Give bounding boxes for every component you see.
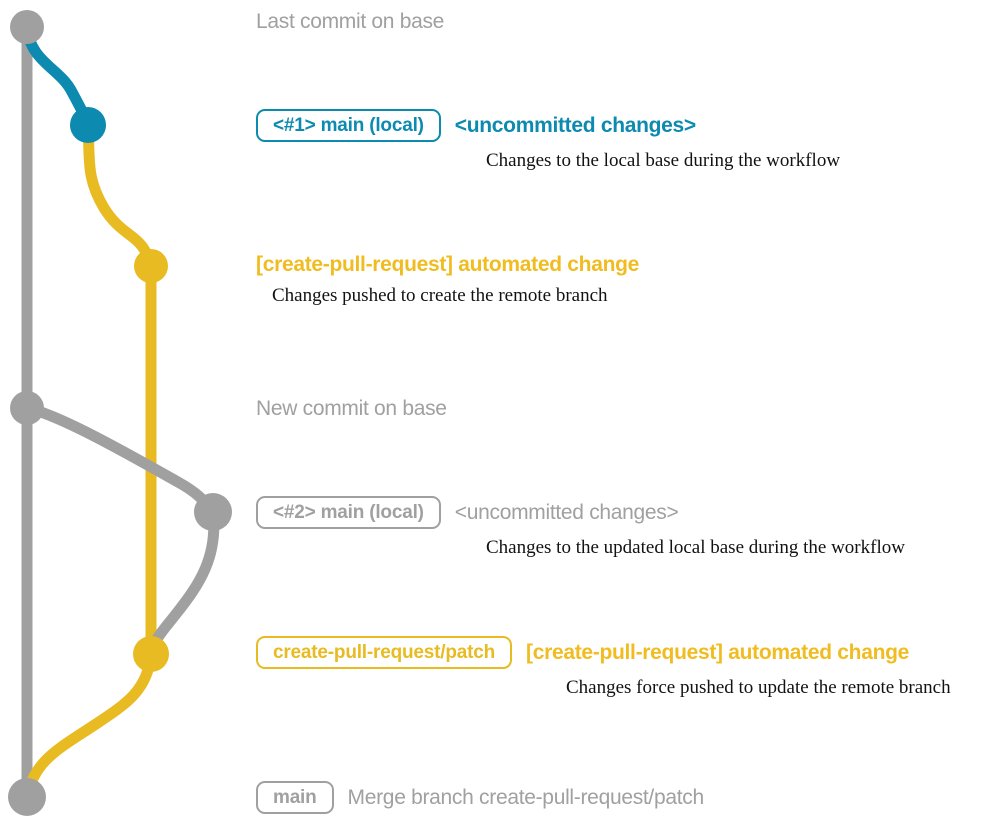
commit-subject-automated-change-1: [create-pull-request] automated change: [256, 253, 640, 276]
ref-badge-main[interactable]: main: [256, 781, 334, 814]
commit-subject-automated-change-2: [create-pull-request] automated change: [526, 640, 910, 664]
graph-nodes: [8, 10, 232, 816]
row-new-commit-on-base: New commit on base: [256, 397, 447, 421]
ref-badge-create-pull-request-patch[interactable]: create-pull-request/patch: [256, 636, 512, 669]
commit-subject-new-commit-on-base: New commit on base: [256, 397, 447, 420]
edge-patch-2-to-merge: [21, 648, 157, 803]
commit-description-3: Changes to the updated local base during…: [486, 537, 905, 558]
row-local-change-2: <#2> main (local) <uncommitted changes> …: [256, 496, 905, 559]
row-local-change-1: <#1> main (local) <uncommitted changes> …: [256, 109, 840, 172]
commit-description-2: Changes pushed to create the remote bran…: [272, 285, 608, 306]
row-merge-commit: main Merge branch create-pull-request/pa…: [256, 781, 704, 814]
commit-description-1: Changes to the local base during the wor…: [486, 150, 841, 171]
commit-subject-uncommitted-2: <uncommitted changes>: [454, 500, 679, 524]
row-automated-change-2: create-pull-request/patch [create-pull-r…: [256, 636, 951, 699]
node-base-new-commit: [10, 391, 44, 425]
commit-description-4: Changes force pushed to update the remot…: [566, 677, 951, 698]
ref-badge-main-local-2[interactable]: <#2> main (local): [256, 496, 441, 529]
node-local-uncommitted-1: [70, 107, 106, 143]
row-automated-change-1: [create-pull-request] automated change C…: [256, 253, 639, 307]
edge-local-1-to-patch-1: [82, 119, 157, 272]
node-local-uncommitted-2: [194, 493, 232, 531]
edge-local-2-to-patch-2: [145, 506, 220, 660]
node-merge-commit: [8, 778, 46, 816]
node-patch-commit-1: [134, 249, 168, 283]
node-base-last-commit: [10, 10, 44, 44]
node-patch-commit-2: [133, 636, 169, 672]
row-last-commit-on-base: Last commit on base: [256, 10, 444, 34]
commit-subject-last-commit-on-base: Last commit on base: [256, 10, 445, 33]
ref-badge-main-local-1[interactable]: <#1> main (local): [256, 109, 441, 142]
commit-subject-merge: Merge branch create-pull-request/patch: [347, 785, 705, 809]
commit-subject-uncommitted-1: <uncommitted changes>: [454, 113, 696, 137]
edge-base-to-local-2: [21, 402, 219, 518]
